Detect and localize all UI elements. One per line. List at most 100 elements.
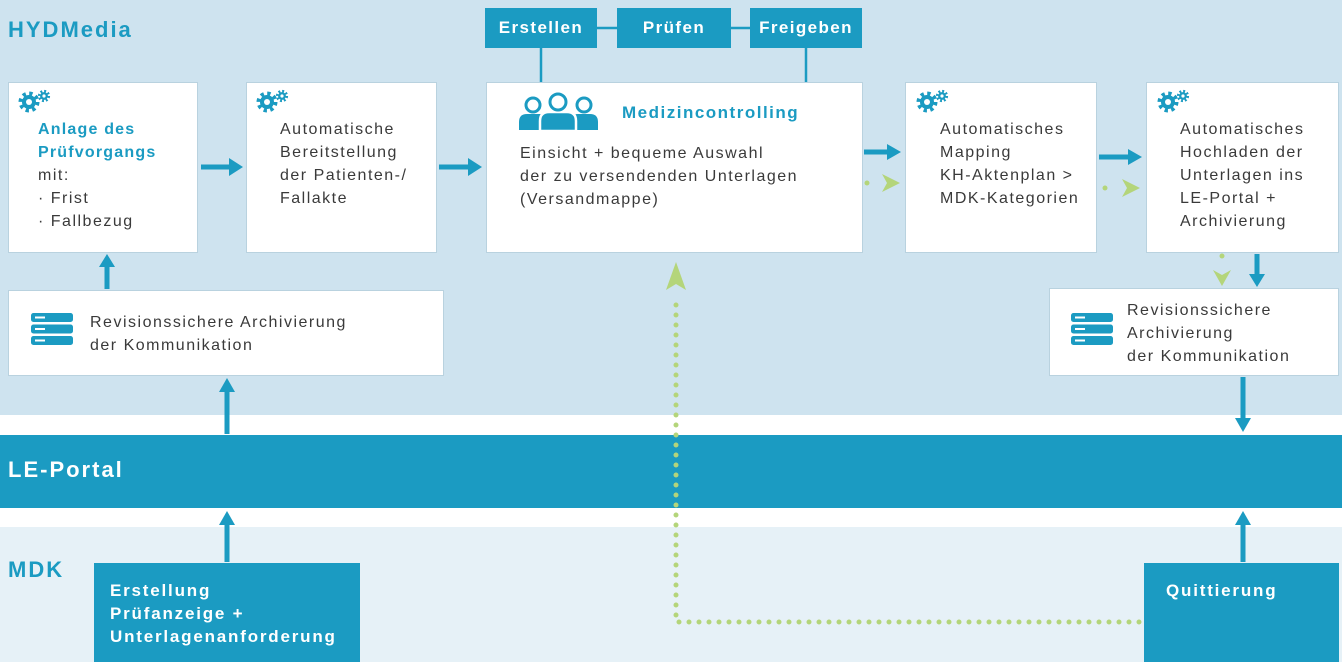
box-archivierung-rechts: Revisionssichere Archivierung der Kommun… xyxy=(1049,288,1339,376)
server-unit xyxy=(31,324,73,334)
gear-hole xyxy=(1165,99,1171,105)
archivierung-rechts-text: Revisionssichere Archivierung der Kommun… xyxy=(1127,299,1290,368)
gear-teeth xyxy=(1157,91,1179,113)
box-archivierung-links: Revisionssichere Archivierung der Kommun… xyxy=(8,290,444,376)
hochladen-text-line: LE-Portal + xyxy=(1180,190,1277,207)
arrow-head xyxy=(1235,511,1251,525)
gear-teeth xyxy=(18,91,40,113)
anlage-title-line: Prüfvorgangs xyxy=(38,144,157,161)
mapping-text-line: Automatisches xyxy=(940,121,1065,138)
server-slot xyxy=(35,316,45,319)
person-head xyxy=(548,92,568,112)
server-unit xyxy=(31,336,73,345)
le-portal-label: LE-Portal xyxy=(8,457,124,482)
gear-hole xyxy=(924,99,930,105)
hochladen-text-line: Automatisches xyxy=(1180,121,1305,138)
bereitstellung-text-line: Fallakte xyxy=(280,190,349,207)
archivierung-links-text: Revisionssichere Archivierung der Kommun… xyxy=(90,311,347,357)
gear-teeth xyxy=(256,91,278,113)
archivierung-text-line: der Kommunikation xyxy=(1127,348,1291,365)
step-erstellen: Erstellen xyxy=(485,8,597,48)
server-slot xyxy=(1075,316,1085,319)
person-center xyxy=(538,92,578,133)
gear-hole xyxy=(42,94,46,98)
people-icon xyxy=(519,92,598,133)
archivierung-text-line: Revisionssichere Archivierung xyxy=(90,314,347,331)
gear-teeth xyxy=(916,91,938,113)
gear-hole xyxy=(1181,94,1185,98)
gears-icon xyxy=(256,89,289,113)
hochladen-text: Automatisches Hochladen der Unterlagen i… xyxy=(1180,118,1304,233)
box-bereitstellung: Automatische Bereitstellung der Patiente… xyxy=(246,82,437,253)
box-mapping: Automatisches Mapping KH-Aktenplan > MDK… xyxy=(905,82,1097,253)
person-head xyxy=(524,96,542,114)
quittierung-text-line: Quittierung xyxy=(1166,581,1278,600)
erstellung-text-line: Erstellung xyxy=(110,581,212,600)
bereitstellung-text: Automatische Bereitstellung der Patiente… xyxy=(280,118,407,210)
box-hochladen: Automatisches Hochladen der Unterlagen i… xyxy=(1146,82,1339,253)
gear-teeth xyxy=(935,89,949,103)
bereitstellung-text-line: Bereitstellung xyxy=(280,144,398,161)
erstellung-text: Erstellung Prüfanzeige + Unterlagenanfor… xyxy=(110,579,337,648)
server-icon xyxy=(31,313,73,345)
hydmedia-label: HYDMedia xyxy=(8,17,133,42)
gear-small xyxy=(275,89,289,103)
step-pruefen: Prüfen xyxy=(617,8,731,48)
mapping-text-line: MDK-Kategorien xyxy=(940,190,1080,207)
arrow-head xyxy=(219,511,235,525)
anlage-bullet-frist: · Frist xyxy=(38,190,90,207)
server-unit xyxy=(31,313,73,322)
quittierung-text: Quittierung xyxy=(1166,579,1277,602)
gear-hole xyxy=(264,99,270,105)
medizincontrolling-text: Einsicht + bequeme Auswahl der zu versen… xyxy=(520,142,798,211)
server-slot xyxy=(1075,328,1085,330)
le-portal-band xyxy=(0,435,1342,508)
server-slot xyxy=(35,328,45,330)
gears-icon xyxy=(18,89,51,113)
gear-teeth xyxy=(275,89,289,103)
mdk-label: MDK xyxy=(8,557,65,582)
gear-hole xyxy=(26,99,32,105)
gear-large xyxy=(916,91,938,113)
box-anlage-pruefvorgang: Anlage des Prüfvorgangs mit: · Frist · F… xyxy=(8,82,198,253)
hochladen-text-line: Hochladen der xyxy=(1180,144,1304,161)
gear-teeth xyxy=(1176,89,1190,103)
bereitstellung-text-line: Automatische xyxy=(280,121,395,138)
person-body xyxy=(538,110,578,133)
archivierung-text-line: der Kommunikation xyxy=(90,337,254,354)
anlage-text: Anlage des Prüfvorgangs mit: · Frist · F… xyxy=(38,118,156,233)
step-freigeben: Freigeben xyxy=(750,8,862,48)
box-quittierung: Quittierung xyxy=(1144,563,1339,662)
gear-large xyxy=(1157,91,1179,113)
gear-large xyxy=(18,91,40,113)
medizincontrolling-title: Medizincontrolling xyxy=(622,103,800,122)
erstellung-text-line: Unterlagenanforderung xyxy=(110,627,337,646)
medizincontrolling-text-line: (Versandmappe) xyxy=(520,191,660,208)
arrow-head xyxy=(1235,418,1251,432)
box-medizincontrolling: Medizincontrolling Einsicht + bequeme Au… xyxy=(486,82,863,253)
server-icon xyxy=(1071,313,1113,345)
gear-small xyxy=(935,89,949,103)
erstellung-text-line: Prüfanzeige + xyxy=(110,604,245,623)
gear-hole xyxy=(940,94,944,98)
gear-small xyxy=(37,89,51,103)
archivierung-text-line: Archivierung xyxy=(1127,325,1234,342)
hochladen-text-line: Unterlagen ins xyxy=(1180,167,1305,184)
anlage-text-line: mit: xyxy=(38,167,70,184)
gear-teeth xyxy=(37,89,51,103)
mapping-text-line: KH-Aktenplan > xyxy=(940,167,1074,184)
gears-icon xyxy=(1157,89,1190,113)
bereitstellung-text-line: der Patienten-/ xyxy=(280,167,408,184)
gear-small xyxy=(1176,89,1190,103)
gear-hole xyxy=(280,94,284,98)
anlage-title-line: Anlage des xyxy=(38,121,136,138)
hochladen-text-line: Archivierung xyxy=(1180,213,1287,230)
medizincontrolling-text-line: der zu versendenden Unterlagen xyxy=(520,168,799,185)
gears-icon xyxy=(916,89,949,113)
server-slot xyxy=(1075,339,1085,342)
gear-large xyxy=(256,91,278,113)
mapping-text-line: Mapping xyxy=(940,144,1012,161)
anlage-bullet-fallbezug: · Fallbezug xyxy=(38,213,134,230)
box-erstellung-pruefanzeige: Erstellung Prüfanzeige + Unterlagenanfor… xyxy=(94,563,360,662)
archivierung-text-line: Revisionssichere xyxy=(1127,302,1272,319)
